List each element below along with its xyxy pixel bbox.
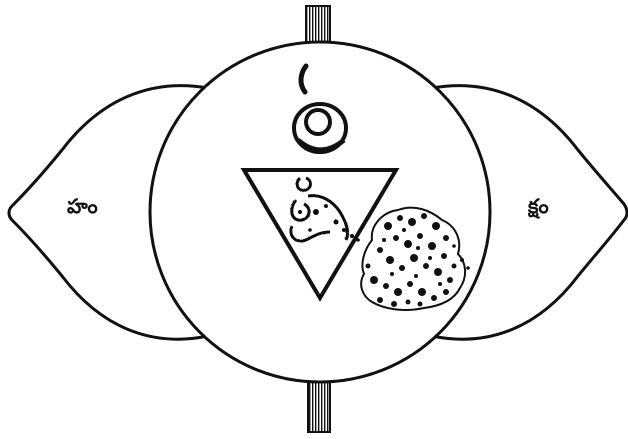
left-petal-label: హం bbox=[67, 196, 98, 216]
right-petal-label: క్షం bbox=[528, 196, 549, 216]
